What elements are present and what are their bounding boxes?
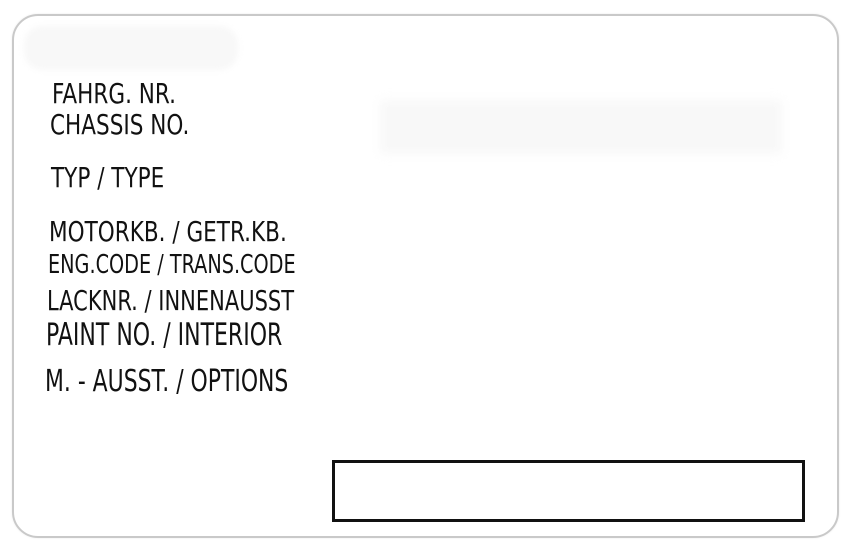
faint-smudge-top-left (24, 26, 238, 70)
options-code-box (332, 460, 805, 522)
label-options: M. - AUSST. / OPTIONS (45, 364, 289, 399)
label-paint-interior-de: LACKNR. / INNENAUSST (47, 284, 295, 317)
label-engine-transmission-en: ENG.CODE / TRANS.CODE (48, 250, 296, 280)
label-chassis-no: CHASSIS NO. (50, 108, 190, 141)
faint-smudge-chassis-area (380, 100, 782, 154)
label-type: TYP / TYPE (51, 161, 165, 194)
label-paint-interior-en: PAINT NO. / INTERIOR (46, 317, 283, 353)
label-fahrg-nr: FAHRG. NR. (52, 77, 176, 110)
label-engine-transmission-de: MOTORKB. / GETR.KB. (49, 215, 287, 248)
